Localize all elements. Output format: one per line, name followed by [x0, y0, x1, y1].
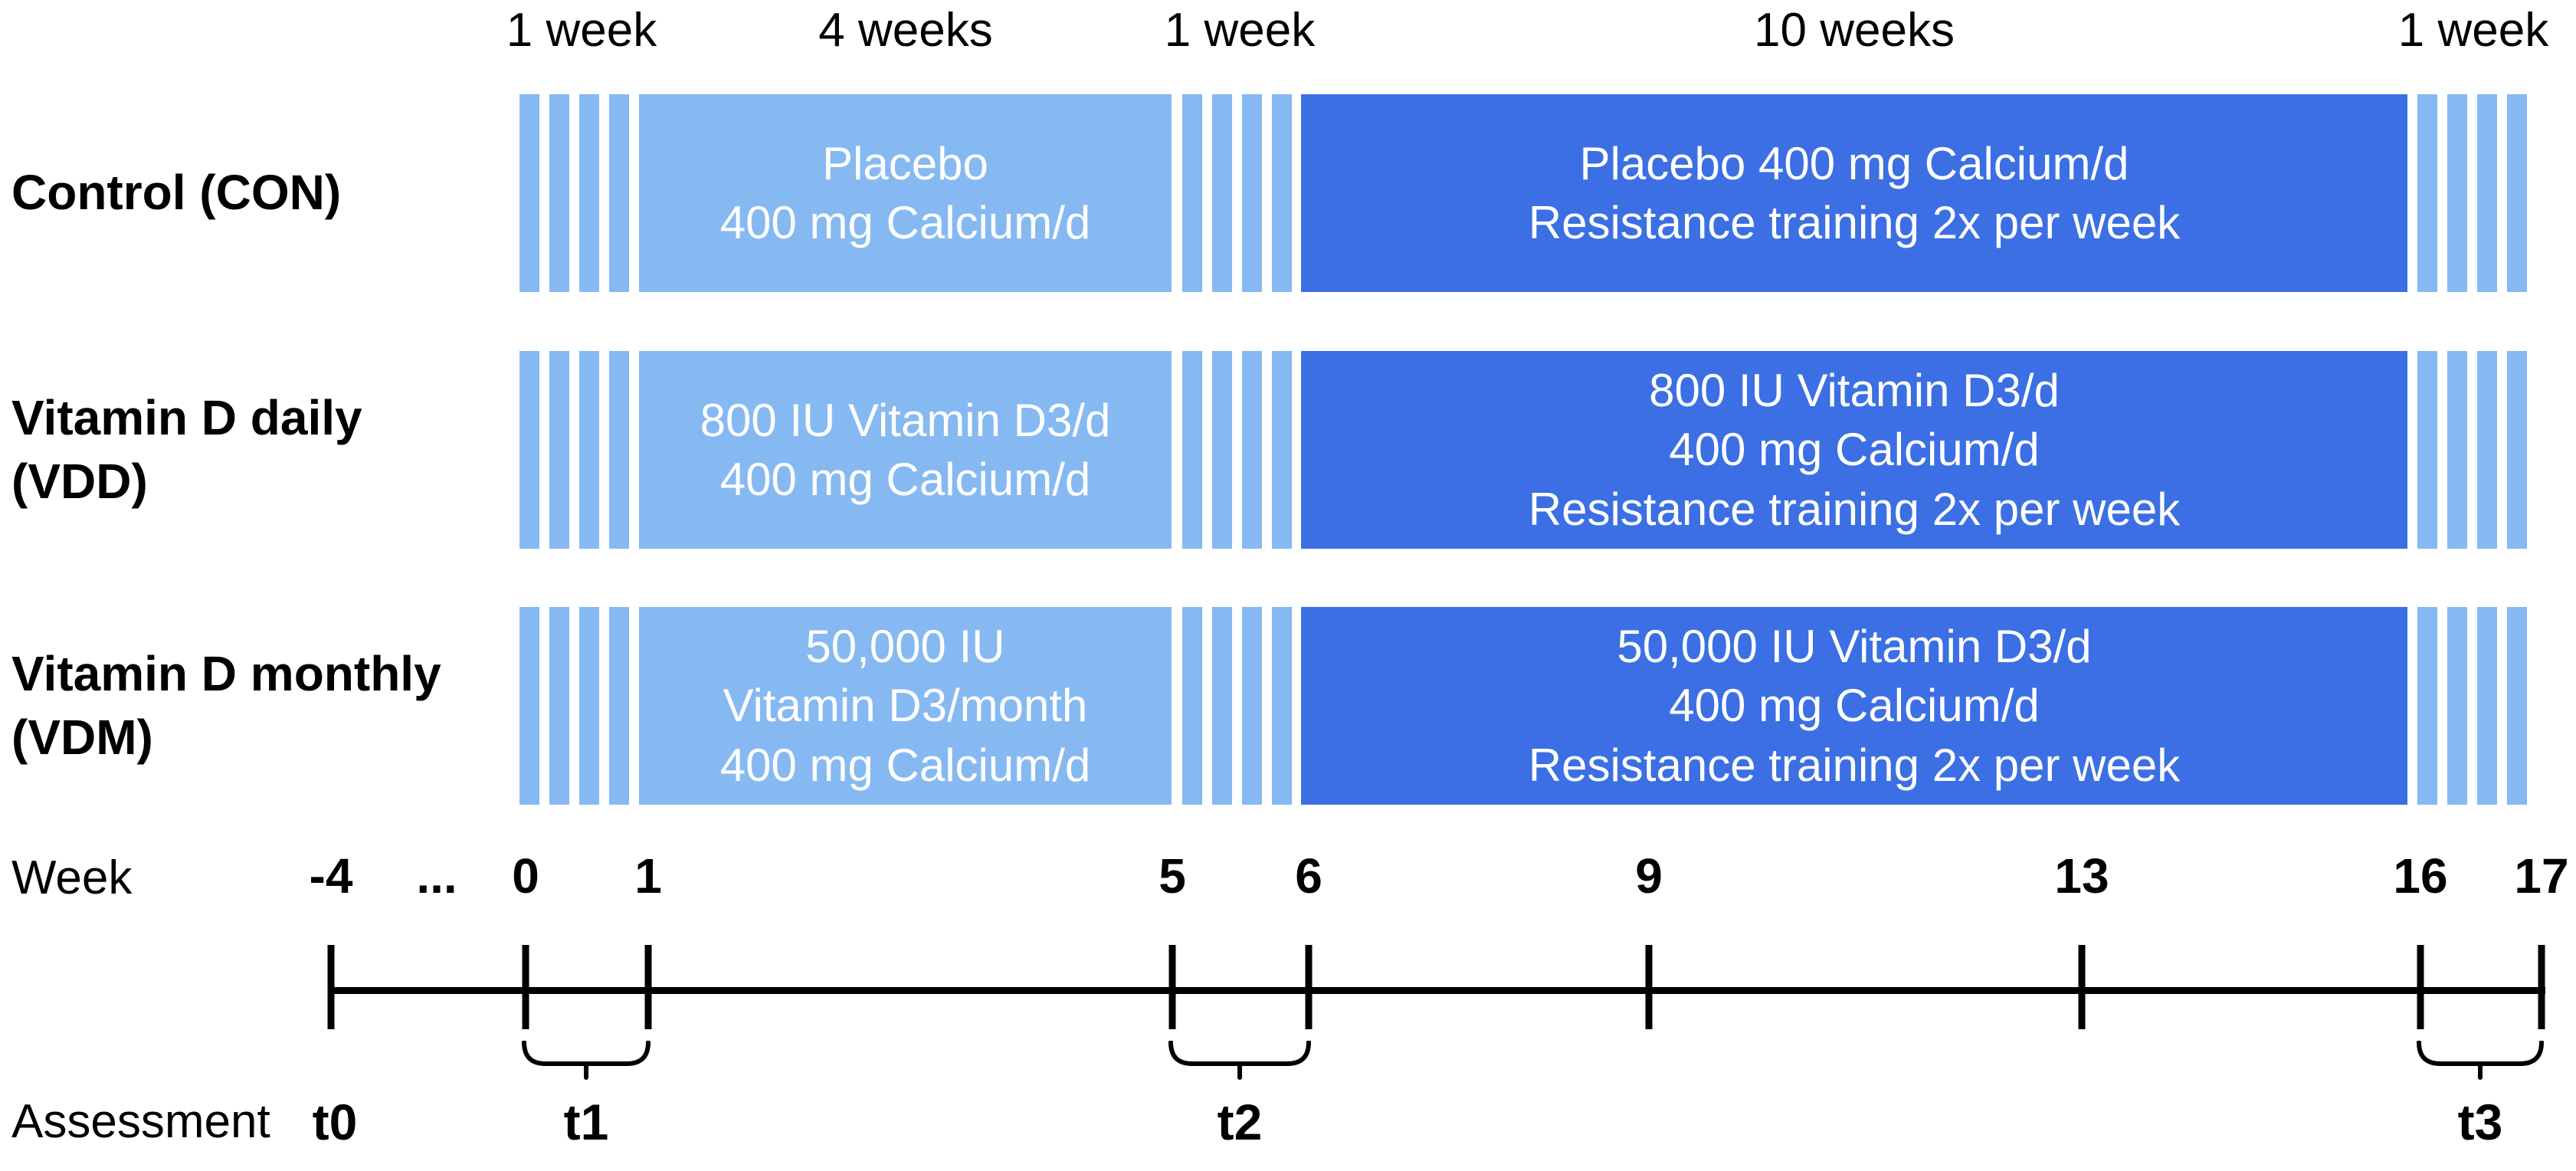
week-tick-label: 5	[1159, 848, 1186, 904]
intervention-phase-text: Placebo 400 mg Calcium/d Resistance trai…	[1528, 137, 2181, 248]
group-label-vdm: Vitamin D monthly (VDM)	[11, 645, 441, 765]
run-in-phase-text: Placebo 400 mg Calcium/d	[719, 137, 1091, 248]
group-row-vdm: Vitamin D monthly (VDM) 50,000 IU Vitami…	[0, 607, 2576, 805]
timeline-tick	[327, 945, 335, 1029]
timeline-axis-line	[328, 987, 2545, 994]
week-tick-label: -4	[309, 848, 353, 904]
timeline-tick	[2417, 945, 2424, 1029]
assessment-timepoint-t3: t3	[2457, 1094, 2503, 1150]
week-tick-label: 17	[2514, 848, 2569, 904]
week-tick-label: ...	[416, 848, 457, 904]
washout-stripes	[2417, 94, 2527, 292]
assessment-timepoint-t0: t0	[312, 1094, 358, 1150]
group-row-control: Control (CON) Placebo 400 mg Calcium/d P…	[0, 94, 2576, 292]
phase-duration-label-3: 1 week	[1164, 4, 1316, 57]
washout-stripes	[519, 94, 629, 292]
timeline-tick	[1305, 945, 1313, 1029]
run-in-phase-text: 800 IU Vitamin D3/d 400 mg Calcium/d	[700, 394, 1111, 505]
washout-stripes	[519, 607, 629, 805]
run-in-phase-text: 50,000 IU Vitamin D3/month 400 mg Calciu…	[719, 620, 1091, 791]
timeline-tick	[2538, 945, 2545, 1029]
phase-duration-label-5: 1 week	[2397, 4, 2549, 57]
run-in-phase-bar: 800 IU Vitamin D3/d 400 mg Calcium/d	[639, 351, 1172, 549]
week-tick-label: 6	[1295, 848, 1322, 904]
timeline-tick	[644, 945, 652, 1029]
week-tick-label: 0	[512, 848, 539, 904]
phase-duration-label-1: 1 week	[506, 4, 657, 57]
intervention-phase-text: 50,000 IU Vitamin D3/d 400 mg Calcium/d …	[1528, 620, 2181, 791]
washout-stripes	[2417, 351, 2527, 549]
group-label-vdd: Vitamin D daily (VDD)	[11, 389, 362, 509]
week-axis-title: Week	[11, 851, 133, 904]
assessment-timepoint-t2: t2	[1217, 1094, 1263, 1150]
run-in-phase-bar: Placebo 400 mg Calcium/d	[639, 94, 1172, 292]
phase-duration-label-2: 4 weeks	[818, 4, 993, 57]
intervention-phase-text: 800 IU Vitamin D3/d 400 mg Calcium/d Res…	[1528, 364, 2181, 535]
timeline-tick	[522, 945, 529, 1029]
week-tick-label: 16	[2393, 848, 2448, 904]
assessment-bracket-t1	[522, 1041, 651, 1080]
assessment-bracket-t3	[2417, 1041, 2544, 1080]
timeline-tick	[2078, 945, 2086, 1029]
washout-stripes	[1182, 351, 1292, 549]
phase-duration-label-4: 10 weeks	[1754, 4, 1955, 57]
washout-stripes	[1182, 607, 1292, 805]
timeline-tick	[1645, 945, 1653, 1029]
week-tick-label: 9	[1635, 848, 1663, 904]
intervention-phase-bar: 50,000 IU Vitamin D3/d 400 mg Calcium/d …	[1301, 607, 2407, 805]
intervention-phase-bar: 800 IU Vitamin D3/d 400 mg Calcium/d Res…	[1301, 351, 2407, 549]
washout-stripes	[519, 351, 629, 549]
washout-stripes	[2417, 607, 2527, 805]
run-in-phase-bar: 50,000 IU Vitamin D3/month 400 mg Calciu…	[639, 607, 1172, 805]
intervention-phase-bar: Placebo 400 mg Calcium/d Resistance trai…	[1301, 94, 2407, 292]
group-row-vdd: Vitamin D daily (VDD) 800 IU Vitamin D3/…	[0, 351, 2576, 549]
assessment-row-title: Assessment	[11, 1095, 270, 1148]
assessment-timepoint-t1: t1	[563, 1094, 609, 1150]
group-label-control: Control (CON)	[11, 165, 342, 221]
timeline-tick	[1168, 945, 1176, 1029]
washout-stripes	[1182, 94, 1292, 292]
week-tick-label: 13	[2054, 848, 2109, 904]
week-tick-label: 1	[634, 848, 662, 904]
assessment-bracket-t2	[1168, 1041, 1311, 1080]
